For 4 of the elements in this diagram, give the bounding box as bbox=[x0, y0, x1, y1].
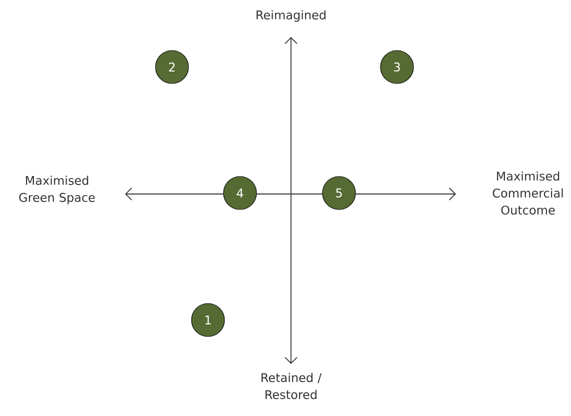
axis-label: Maximised Commercial Outcome bbox=[492, 171, 563, 215]
axis-label: Reimagined bbox=[256, 10, 326, 22]
axis-label: Retained / Restored bbox=[262, 372, 322, 400]
axis-label: Maximised Green Space bbox=[19, 176, 95, 204]
